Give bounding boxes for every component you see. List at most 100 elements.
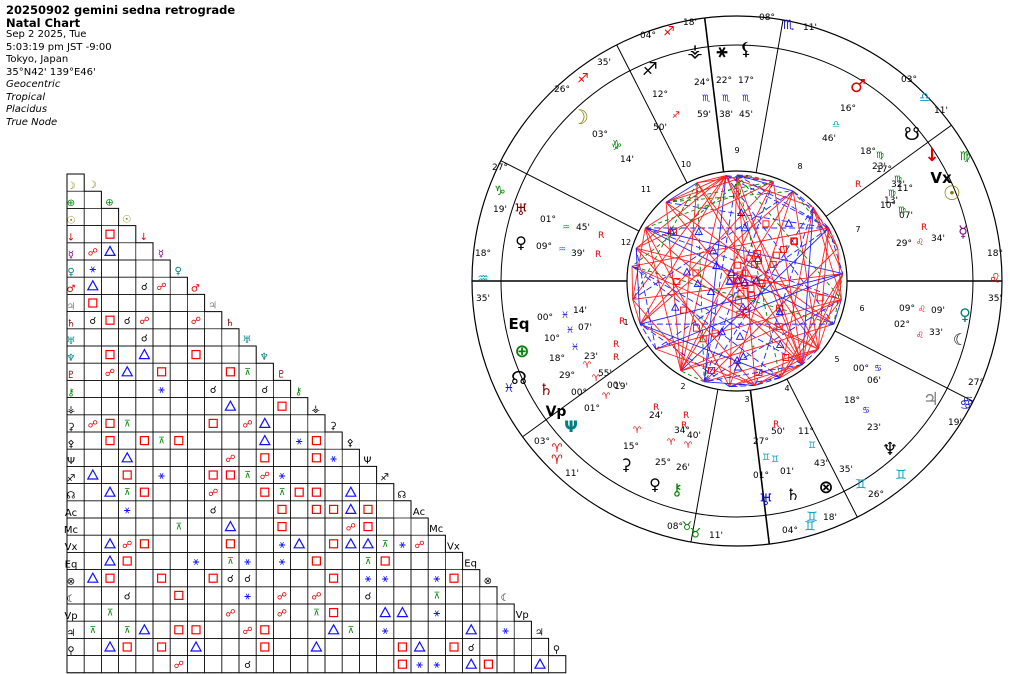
neptune-icon: ♆ [882, 439, 898, 460]
earth-point-icon: ⊕ [514, 341, 529, 362]
planet-degree: 01° [540, 215, 556, 225]
grid-square-aspect [380, 556, 390, 566]
cusp-degree: 04° [640, 31, 656, 41]
aspect-line [631, 175, 749, 267]
sign-glyph-small: ♎ [832, 120, 840, 130]
sign-glyph-small: ♍ [898, 206, 906, 216]
retrograde-mark: R [773, 420, 779, 430]
retrograde-mark: R [619, 317, 625, 327]
aspect-trine-marker [735, 331, 745, 340]
grid-opposition-aspect: ☍ [225, 454, 235, 465]
moon-node-icon: ☾ [953, 330, 967, 349]
grid-trine-aspect [293, 537, 306, 549]
aspect-line [632, 190, 794, 300]
planet-degree: 24° [694, 78, 710, 88]
sign-glyph-small: ♈ [583, 361, 592, 371]
aspect-square-marker [775, 323, 783, 331]
cancer-icon: ♋ [960, 398, 972, 413]
planet-minute: 45' [576, 223, 590, 233]
grid-sextile-aspect: ⚹ [399, 538, 406, 551]
chart-title: 20250902 gemini sedna retrograde [6, 3, 236, 17]
grid-square-aspect [311, 504, 321, 514]
grid-square-aspect [449, 573, 459, 583]
grid-minor-aspect: ⊼ [244, 368, 251, 378]
aspect-trine-marker [682, 267, 692, 276]
grid-diagonal-glyph: ☿ [158, 249, 164, 260]
planet-minute: 14' [620, 155, 634, 165]
sign-glyph-small: ♓ [566, 326, 574, 336]
planet-minute: 13' [884, 196, 898, 206]
aspect-line [704, 348, 819, 383]
chart-date: Sep 2 2025, Tue [6, 29, 87, 40]
cusp-minute: 11' [709, 531, 723, 541]
sign-glyph-small: ♑ [611, 143, 619, 153]
aspect-line [655, 348, 756, 386]
grid-diagonal-glyph: ♃ [208, 301, 217, 312]
planet-degree: 00° [537, 313, 553, 323]
grid-trine-aspect [361, 537, 375, 549]
grid-opposition-aspect: ☍ [157, 282, 167, 293]
cusp-minute: 35' [988, 294, 1002, 304]
aspect-trine-marker [784, 218, 794, 227]
chart-header: 20250902 gemini sedna retrograde Natal C… [6, 4, 235, 129]
planet-degree: 27° [753, 437, 769, 447]
grid-row-glyph: ♃ [67, 301, 76, 312]
grid-square-aspect [174, 590, 184, 601]
aspect-line [696, 182, 705, 382]
grid-opposition-aspect: ☍ [346, 523, 356, 534]
planet-degree: 29° [896, 239, 912, 249]
grid-minor-aspect: ⊼ [365, 557, 372, 567]
grid-trine-aspect [379, 606, 392, 618]
planet-minute: 34' [931, 234, 945, 244]
grid-square-aspect [277, 521, 287, 532]
aspect-line [729, 384, 756, 388]
vertex-icon: Vx [930, 169, 952, 187]
cusp-degree: 26° [554, 85, 570, 95]
grid-diagonal-glyph: Ac [413, 507, 425, 518]
grid-square-aspect [174, 436, 184, 446]
planet-minute: 23' [584, 352, 598, 362]
planet-degree: 03° [592, 130, 608, 140]
cancer2-icon: ♋ [963, 394, 974, 408]
node-arrow-icon: ↓ [924, 145, 939, 166]
planet-minute: 09' [931, 306, 945, 316]
north-node-icon: ☊ [511, 368, 527, 389]
grid-square-aspect [208, 418, 218, 428]
cusp-degree: 18° [987, 249, 1003, 259]
aspect-line [736, 174, 774, 182]
sign-glyph-small: ♐ [672, 111, 680, 121]
aspect-line [632, 273, 843, 300]
grid-square-aspect [311, 487, 321, 497]
aspect-line [640, 323, 781, 379]
planet-degree: 18° [549, 354, 565, 364]
grid-opposition-aspect: ☍ [260, 471, 270, 482]
house-number: 4 [784, 384, 789, 393]
sign-glyph-small: ♈ [602, 392, 611, 402]
grid-trine-aspect [138, 348, 151, 360]
grid-trine-aspect [327, 623, 340, 635]
grid-opposition-aspect: ☍ [208, 488, 218, 499]
grid-conjunction-aspect: ☌ [365, 591, 372, 602]
grid-square-aspect [449, 642, 459, 652]
grid-trine-aspect [86, 571, 99, 583]
cusp-degree: 26° [868, 490, 884, 500]
aspect-line [828, 227, 839, 249]
aspect-line [729, 190, 794, 387]
grid-square-aspect [225, 539, 235, 549]
house-number: 3 [744, 395, 749, 404]
grid-row-glyph: ⚷ [67, 387, 74, 398]
taurus-icon: ♉ [690, 527, 702, 542]
grid-square-aspect [277, 401, 287, 411]
planet-minute: 39' [571, 249, 585, 259]
grid-trine-aspect [465, 623, 478, 635]
grid-row-glyph: ⚳ [67, 422, 74, 433]
grid-opposition-aspect: ☍ [225, 609, 235, 620]
aspect-square-marker [711, 329, 719, 337]
grid-square-aspect [105, 350, 115, 360]
aspect-line [639, 323, 657, 350]
grid-row-glyph: ☊ [67, 491, 76, 502]
aspect-line [801, 227, 830, 365]
aspect-trine-marker [727, 268, 736, 277]
grid-minor-aspect: ⊼ [158, 437, 165, 447]
cusp-minute: 19' [493, 205, 507, 215]
